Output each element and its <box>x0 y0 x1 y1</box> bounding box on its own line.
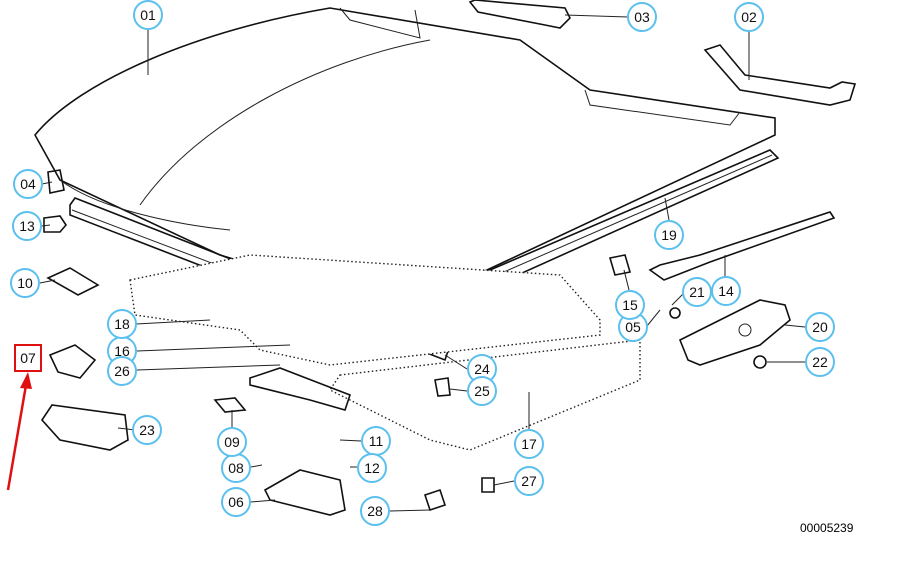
callout-28[interactable]: 28 <box>360 496 390 526</box>
small-parts <box>40 169 767 516</box>
callout-17[interactable]: 17 <box>514 429 544 459</box>
callout-27[interactable]: 27 <box>514 466 544 496</box>
callout-20[interactable]: 20 <box>805 312 835 342</box>
callout-11[interactable]: 11 <box>361 426 391 456</box>
callout-01[interactable]: 01 <box>133 0 163 30</box>
callout-26[interactable]: 26 <box>107 356 137 386</box>
trim-pieces <box>468 0 857 106</box>
highlight-arrow <box>6 372 32 491</box>
callout-04[interactable]: 04 <box>13 169 43 199</box>
callout-25[interactable]: 25 <box>467 376 497 406</box>
callout-02[interactable]: 02 <box>734 2 764 32</box>
callout-03[interactable]: 03 <box>627 2 657 32</box>
callout-12[interactable]: 12 <box>357 453 387 483</box>
callout-08[interactable]: 08 <box>221 453 251 483</box>
callout-06[interactable]: 06 <box>221 487 251 517</box>
callout-23[interactable]: 23 <box>132 415 162 445</box>
callout-19[interactable]: 19 <box>654 220 684 250</box>
callout-13[interactable]: 13 <box>12 211 42 241</box>
callout-14[interactable]: 14 <box>711 276 741 306</box>
callout-22[interactable]: 22 <box>805 347 835 377</box>
gas-strut <box>648 211 836 281</box>
callout-10[interactable]: 10 <box>10 268 40 298</box>
document-number: 00005239 <box>800 521 854 535</box>
callout-07[interactable]: 07 <box>14 344 42 372</box>
callout-21[interactable]: 21 <box>682 277 712 307</box>
hinge <box>678 299 791 366</box>
callout-15[interactable]: 15 <box>615 290 645 320</box>
callout-09[interactable]: 09 <box>217 427 247 457</box>
insulation-mat <box>129 254 641 451</box>
callout-18[interactable]: 18 <box>107 309 137 339</box>
